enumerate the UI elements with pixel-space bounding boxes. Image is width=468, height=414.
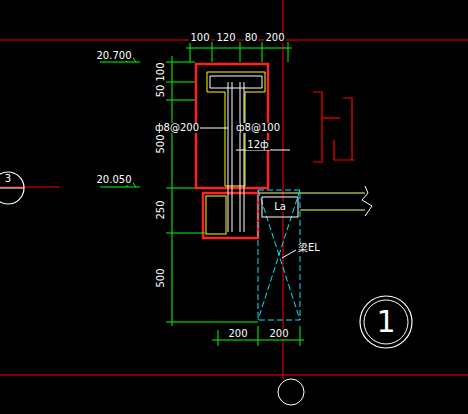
highlight-boxes bbox=[196, 64, 268, 238]
slab bbox=[258, 186, 372, 216]
rebar-note: ф8@200 bbox=[154, 123, 200, 133]
axis-bubble: 1 bbox=[359, 295, 413, 349]
dimension-text: 500 bbox=[156, 267, 166, 288]
dimension-text: 100 bbox=[189, 33, 210, 43]
dimension-text: 500 bbox=[156, 133, 166, 154]
dimension-lines bbox=[100, 42, 304, 346]
bubble-outline bbox=[0, 171, 25, 205]
leader-line bbox=[282, 250, 296, 258]
rebar-note: ф8@100 bbox=[235, 123, 281, 133]
dimension-text: 100 bbox=[156, 61, 166, 82]
bubble-number: 3 bbox=[5, 174, 11, 184]
bubble-number: 1 bbox=[376, 307, 395, 337]
dimension-text: 120 bbox=[215, 33, 236, 43]
beam-section bbox=[206, 72, 265, 234]
detail-symbol bbox=[313, 92, 355, 162]
axis-bubble: 3 bbox=[0, 171, 25, 205]
beam-label: 梁EL bbox=[297, 243, 321, 253]
anchor-label: La bbox=[273, 202, 287, 212]
dimension-text: 200 bbox=[264, 33, 285, 43]
axis-bubble-empty bbox=[278, 379, 304, 405]
anchor-zone bbox=[262, 197, 298, 217]
dimension-text: 200 bbox=[227, 329, 248, 339]
elevation-text: 20.700 bbox=[96, 51, 133, 61]
rebar-note: 12ф bbox=[246, 140, 269, 150]
elevation-text: 20.050 bbox=[96, 175, 133, 185]
column-outline bbox=[258, 190, 300, 320]
dimension-text: 200 bbox=[268, 329, 289, 339]
dimension-text: 50 bbox=[156, 84, 166, 99]
dimension-text: 250 bbox=[156, 199, 166, 220]
grid-lines bbox=[0, 0, 468, 379]
rebar bbox=[190, 76, 290, 232]
dimension-text: 80 bbox=[244, 33, 259, 43]
